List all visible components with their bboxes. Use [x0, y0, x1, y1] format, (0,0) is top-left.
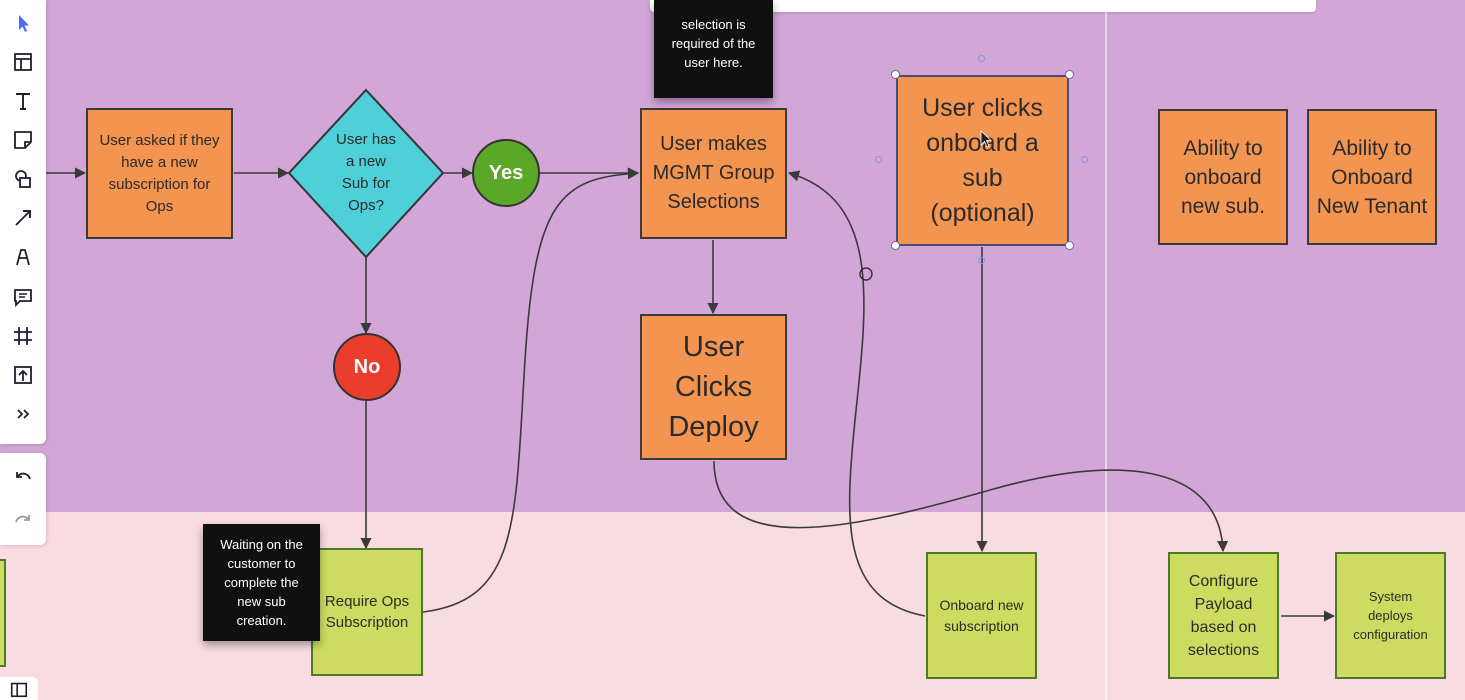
node-mgmt-selections[interactable]: User makes MGMT Group Selections	[640, 108, 787, 239]
redo-icon[interactable]	[8, 506, 38, 536]
node-configure-payload[interactable]: Configure Payload based on selections	[1168, 552, 1279, 679]
left-toolbar	[0, 0, 46, 444]
more-icon[interactable]	[8, 399, 38, 429]
node-ability-onboard-sub[interactable]: Ability to onboard new sub.	[1158, 109, 1288, 245]
node-user-clicks-deploy[interactable]: User Clicks Deploy	[640, 314, 787, 460]
sticky-note-waiting[interactable]: Waiting on the customer to complete the …	[203, 524, 320, 641]
resize-handle-bl[interactable]	[891, 241, 900, 250]
node-ability-onboard-tenant[interactable]: Ability to Onboard New Tenant	[1307, 109, 1437, 245]
node-user-asked[interactable]: User asked if they have a new subscripti…	[86, 108, 233, 239]
line-icon[interactable]	[8, 203, 38, 233]
connect-point-top[interactable]	[978, 55, 985, 62]
context-toolbar[interactable]	[650, 0, 1316, 12]
node-require-ops-sub[interactable]: Require Ops Subscription	[311, 548, 423, 676]
undo-redo-panel	[0, 453, 46, 545]
node-offscreen-left[interactable]	[0, 559, 6, 667]
connect-point-bottom[interactable]	[978, 257, 985, 264]
connect-point-left[interactable]	[875, 156, 882, 163]
yes-label: Yes	[488, 161, 524, 184]
pen-icon[interactable]	[8, 242, 38, 272]
lane-divider	[1105, 0, 1107, 700]
connect-point-right[interactable]	[1081, 156, 1088, 163]
shapes-icon[interactable]	[8, 164, 38, 194]
upload-icon[interactable]	[8, 360, 38, 390]
node-onboard-new-sub[interactable]: Onboard new subscription	[926, 552, 1037, 679]
resize-handle-tr[interactable]	[1065, 70, 1074, 79]
resize-handle-tl[interactable]	[891, 70, 900, 79]
node-system-deploys[interactable]: System deploys configuration	[1335, 552, 1446, 679]
frame-icon[interactable]	[8, 321, 38, 351]
comment-icon[interactable]	[8, 282, 38, 312]
no-label: No	[353, 355, 381, 378]
decision-label: User has a new Sub for Ops?	[335, 131, 397, 214]
panel-icon[interactable]	[0, 677, 38, 700]
text-icon[interactable]	[8, 86, 38, 116]
undo-icon[interactable]	[8, 463, 38, 493]
no-circle[interactable]: No	[333, 333, 401, 401]
select-icon[interactable]	[8, 8, 38, 38]
sticky-note-top[interactable]: selection is required of the user here.	[654, 0, 773, 98]
mouse-cursor-icon	[980, 130, 993, 148]
node-user-clicks-onboard[interactable]: User clicks onboard a sub (optional)	[896, 75, 1069, 246]
resize-handle-br[interactable]	[1065, 241, 1074, 250]
sticky-note-icon[interactable]	[8, 125, 38, 155]
yes-circle[interactable]: Yes	[472, 139, 540, 207]
templates-icon[interactable]	[8, 47, 38, 77]
